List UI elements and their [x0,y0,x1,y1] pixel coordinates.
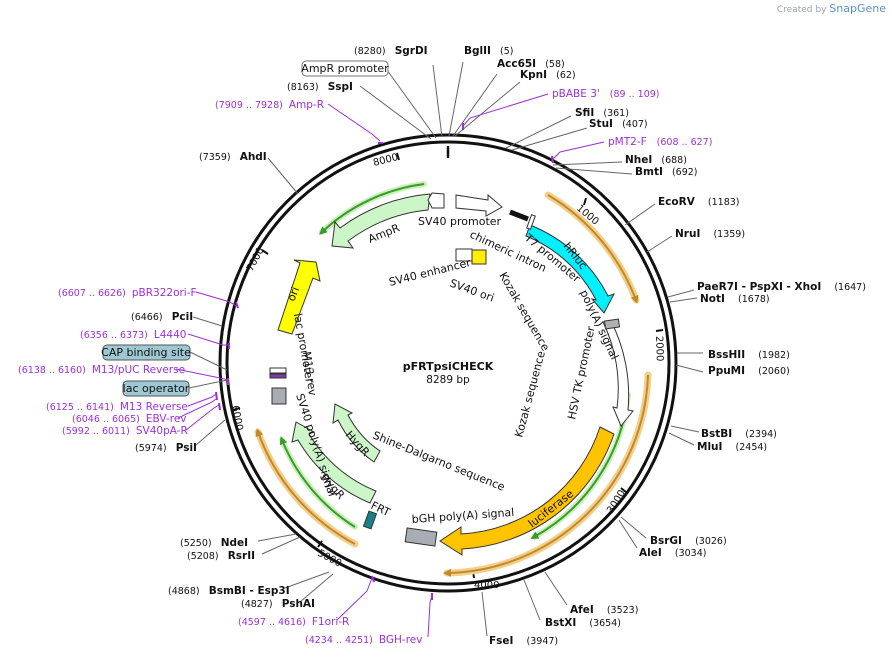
tick-label-7000: 7000 [245,246,267,274]
feature-label-shine-dalgarno: Shine-Dalgarno sequence [371,429,507,494]
site-ahdi: (7359) AhdI [199,145,267,164]
branding-prefix: Created by [776,5,827,15]
feature-label-kozak-1: Kozak sequence [496,270,552,354]
restriction-site-labels: (8280) SgrDI BglII (5) Acc65I (58) KpnI … [131,39,866,648]
feature-t7-promoter [526,214,536,230]
primer-m13rev: (6125 .. 6141)M13 Reverse [46,401,188,413]
site-kpni: KpnI (62) [520,63,576,82]
primer-f1orir: (4597 .. 4616)F1ori-R [238,616,349,628]
site-afei: AfeI (3523) [570,598,638,617]
primer-leaders [175,93,605,638]
site-bsshii: BssHII (1982) [708,343,790,362]
feature-bgh-polya [404,527,438,547]
site-bmti: BmtI (692) [635,160,698,179]
backbone [218,133,678,593]
boxed-labels: AmpR promoter CAP binding site lac opera… [101,60,389,397]
site-bstxi: BstXI (3654) [545,611,621,630]
plasmid-size: 8289 bp [426,374,470,386]
feature-label-sv40-promoter: SV40 promoter [418,215,502,228]
feature-sv40-promoter [455,193,503,217]
site-sfii: SfiI (361) [575,101,629,120]
site-bstbi: BstBI (2394) [701,422,777,441]
feature-ampr-promoter-block [427,192,445,209]
site-mlui: MluI (2454) [697,435,767,454]
feature-hygr-outer [291,421,377,504]
feature-hsv-tk-promoter [602,320,634,427]
primer-bghrev: (4234 .. 4251)BGH-rev [305,634,422,646]
feature-label-lac-promoter: lac promoter [291,312,316,384]
site-nrui: NruI (1359) [675,222,745,241]
site-leaders [192,61,704,637]
feature-hygr-inner [332,403,381,463]
branding-name: SnapGene [829,2,886,15]
feature-sv40-ori [471,249,487,265]
feature-luciferase [439,426,615,556]
feature-label-bgh-polya: bGH poly(A) signal [411,506,514,526]
features [269,192,634,556]
primer-labels: pBABE 3'(89 .. 109) pMT2-F(608 .. 627) (… [18,88,712,646]
feature-frt [362,510,378,530]
tick-label-2000: 2000 [653,336,665,362]
feature-label-sv40-polya: SV40 poly(A) signal [293,392,339,498]
snapgene-branding: Created by SnapGene [777,2,886,15]
feature-label-kozak-2: Kozak sequence [512,349,548,438]
feature-hrluc [525,224,616,314]
site-nhei: NheI (688) [625,148,687,167]
feature-label-m13-rev: M13 rev [300,351,319,397]
primer-marks [215,123,554,600]
feature-label-ori: ori [285,285,302,303]
plasmid-name: pFRTpsiCHECK [403,360,494,373]
site-noti: NotI (1678) [700,287,770,306]
boxed-label-cap-binding: CAP binding site [101,346,191,359]
primer-m13puc: (6138 .. 6160)M13/pUC Reverse [18,364,185,376]
feature-label-sv40-ori: SV40 ori [448,277,496,305]
feature-m13-block [269,373,287,379]
primer-sv40par: (5992 .. 6011)SV40pA-R [62,425,188,437]
site-pshai: (4827) PshAI [241,592,315,611]
primer-l4440: (6356 .. 6373)L4440 [80,329,186,341]
boxed-label-lac-operator: lac operator [123,382,190,395]
feature-lac-promoter-block [269,367,287,374]
site-ndei: (5250) NdeI [180,531,248,550]
feature-label-hsv-tk-promoter: HSV TK promoter [565,325,598,421]
primer-pbr322ori: (6607 .. 6626)pBR322ori-F [58,287,197,299]
site-sspi: (8163) SspI [287,75,353,94]
site-bsmbi: (4868) BsmBI - Esp3I [168,579,290,598]
tick-label-6000: 6000 [229,405,244,432]
site-alei: AleI (3034) [639,541,706,560]
boxed-label-ampr-promoter: AmpR promoter [301,62,389,75]
feature-ori [277,259,321,335]
primer-pbabe3: pBABE 3'(89 .. 109) [552,88,660,100]
site-pcii: (6466) PciI [131,305,193,324]
feature-sv40-polya-block [271,387,287,405]
site-ppumi: PpuMI (2060) [708,359,790,378]
site-psii: (5974) PsiI [135,436,197,455]
feature-ampr [331,193,431,249]
primer-pmt2f: pMT2-F(608 .. 627) [608,136,712,148]
orf-indicators [254,181,652,577]
site-fsei: FseI (3947) [489,629,558,648]
site-bsrgi: BsrGI (3026) [650,529,727,548]
site-xhoi: PaeR7I - PspXI - XhoI (1647) [697,275,866,294]
primer-ampr: (7909 .. 7928)Amp-R [215,99,324,111]
site-ecorv: EcoRV (1183) [658,190,740,209]
site-sgrdi: (8280) SgrDI [354,39,428,58]
feature-chimeric-intron-bar [509,209,529,222]
site-acc65i: Acc65I (58) [497,52,565,71]
site-rsrii: (5208) RsrII [187,544,255,563]
site-stui: StuI (407) [589,112,648,131]
site-bglii: BglII (5) [464,39,514,58]
tick-label-4000: 4000 [474,580,499,591]
primer-ebvrev: (6046 .. 6065)EBV-rev [72,413,187,425]
feature-polya-signal [603,318,621,330]
